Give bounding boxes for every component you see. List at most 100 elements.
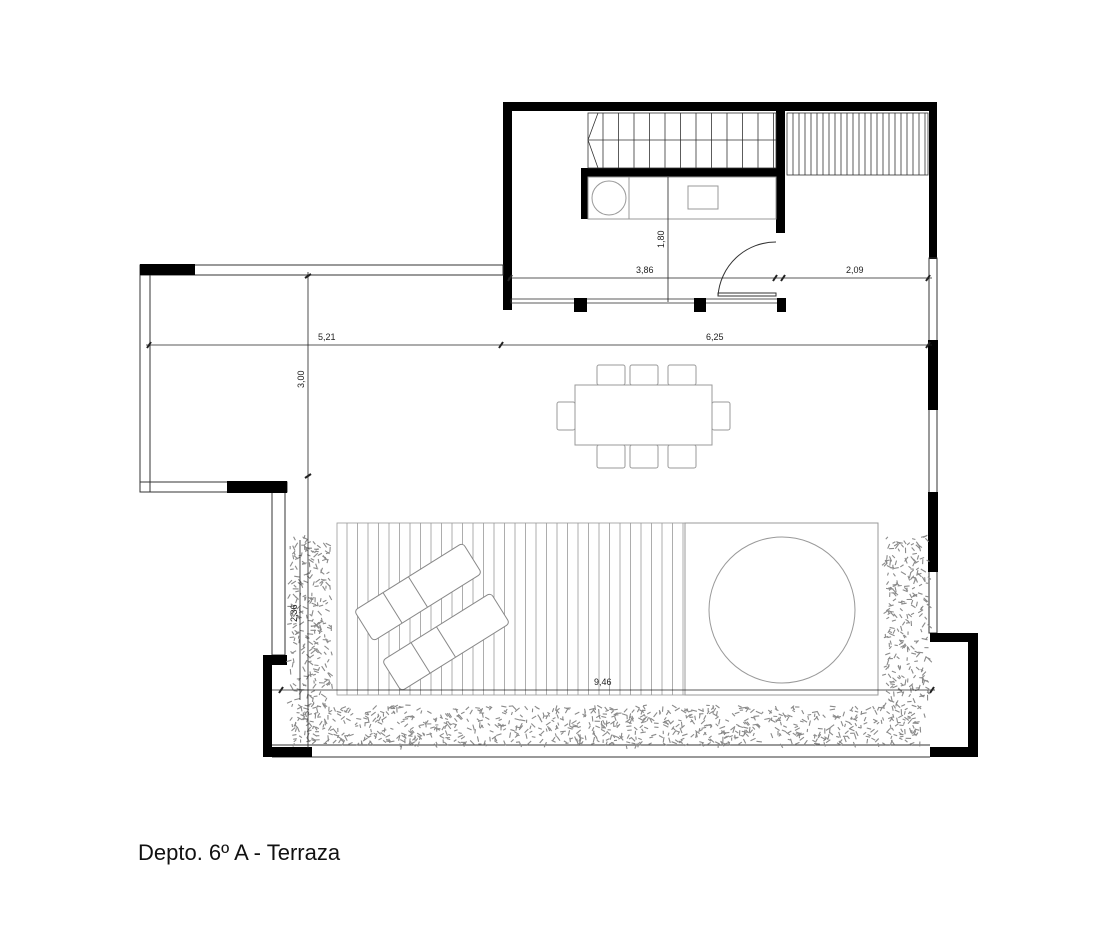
plant-leaf <box>887 543 891 549</box>
window-wall <box>510 298 786 312</box>
plant-leaf <box>519 714 523 718</box>
plant-leaf <box>359 724 362 729</box>
plant-leaf <box>889 681 895 683</box>
plant-leaf <box>293 739 297 743</box>
plant-leaf <box>915 601 918 607</box>
plant-leaf <box>475 707 480 709</box>
plant-leaf <box>887 664 890 669</box>
plant-leaf <box>325 681 331 686</box>
plant-leaf <box>684 743 689 747</box>
plant-leaf <box>890 683 895 686</box>
plant-leaf <box>524 728 529 734</box>
plant-leaf <box>757 724 761 729</box>
plant-leaf <box>427 710 432 714</box>
plant-leaf <box>293 637 296 642</box>
plant-leaf <box>545 728 548 732</box>
plant-leaf <box>783 725 788 728</box>
plant-leaf <box>668 720 672 724</box>
plant-leaf <box>862 731 867 736</box>
plant-leaf <box>309 720 314 723</box>
plant-leaf <box>291 609 294 615</box>
plant-leaf <box>866 727 872 730</box>
plant-leaf <box>489 736 491 742</box>
plant-leaf <box>850 706 854 711</box>
plant-leaf <box>601 715 607 719</box>
plant-leaf <box>576 740 580 747</box>
plant-leaf <box>300 646 306 651</box>
plant-leaf <box>694 730 700 735</box>
plant-leaf <box>605 738 610 741</box>
plant-leaf <box>404 715 410 719</box>
plant-leaf <box>877 742 880 748</box>
plant-leaf <box>890 735 893 740</box>
plant-leaf <box>752 732 755 737</box>
plant-leaf <box>912 720 916 724</box>
plant-leaf <box>811 710 818 714</box>
plant-leaf <box>318 604 324 607</box>
plant-leaf <box>642 705 646 710</box>
plant-leaf <box>296 726 300 733</box>
plant-leaf <box>292 555 295 560</box>
plant-leaf <box>755 710 762 715</box>
plant-leaf <box>537 727 543 730</box>
plant-leaf <box>313 640 319 645</box>
plant-leaf <box>608 741 614 745</box>
plant-leaf <box>510 711 513 716</box>
plant-leaf <box>401 734 407 739</box>
plant-leaf <box>849 722 853 726</box>
plant-leaf <box>579 738 582 744</box>
plant-leaf <box>574 736 577 741</box>
plant-leaf <box>631 715 634 720</box>
plant-leaf <box>600 726 606 729</box>
plant-leaf <box>685 714 688 719</box>
plant-leaf <box>926 559 930 562</box>
plant-leaf <box>563 740 568 744</box>
plant-leaf <box>886 616 890 620</box>
plant-leaf <box>886 572 889 576</box>
plant-leaf <box>870 728 875 733</box>
plant-leaf <box>707 741 711 745</box>
plant-leaf <box>289 684 294 690</box>
plant-leaf <box>434 718 438 723</box>
plant-leaf <box>606 730 611 735</box>
plant-leaf <box>927 576 932 580</box>
plant-leaf <box>792 732 797 736</box>
plant-leaf <box>457 734 464 738</box>
plant-leaf <box>466 718 470 722</box>
plant-leaf <box>327 577 331 582</box>
plant-leaf <box>328 732 333 736</box>
sink <box>687 185 719 210</box>
plant-leaf <box>385 738 391 742</box>
plant-leaf <box>317 712 321 717</box>
plant-leaf <box>435 741 439 746</box>
plant-leaf <box>840 720 844 727</box>
terrace-outline <box>139 257 938 758</box>
plant-leaf <box>515 726 521 729</box>
plant-leaf <box>289 561 294 567</box>
plant-leaf <box>662 724 669 728</box>
plant-leaf <box>324 550 330 555</box>
plant-leaf <box>294 575 300 578</box>
plant-leaf <box>770 719 776 723</box>
plant-leaf <box>318 690 322 696</box>
plant-leaf <box>355 725 359 727</box>
plant-leaf <box>910 543 915 546</box>
plant-leaf <box>898 675 902 679</box>
plant-leaf <box>592 731 596 735</box>
plant-leaf <box>907 620 911 624</box>
plant-leaf <box>855 730 859 737</box>
plant-leaf <box>896 580 899 585</box>
plant-leaf <box>368 723 372 729</box>
plant-leaf <box>768 718 771 723</box>
plant-leaf <box>901 703 906 707</box>
plant-leaf <box>312 668 320 671</box>
plant-leaf <box>594 705 597 711</box>
plant-leaf <box>628 713 632 719</box>
plant-leaf <box>808 720 811 726</box>
plant-leaf <box>577 726 581 729</box>
plant-leaf <box>348 733 354 737</box>
plant-leaf <box>903 540 907 545</box>
plant-leaf <box>812 739 817 743</box>
plant-leaf <box>853 733 857 740</box>
plant-leaf <box>321 727 326 730</box>
